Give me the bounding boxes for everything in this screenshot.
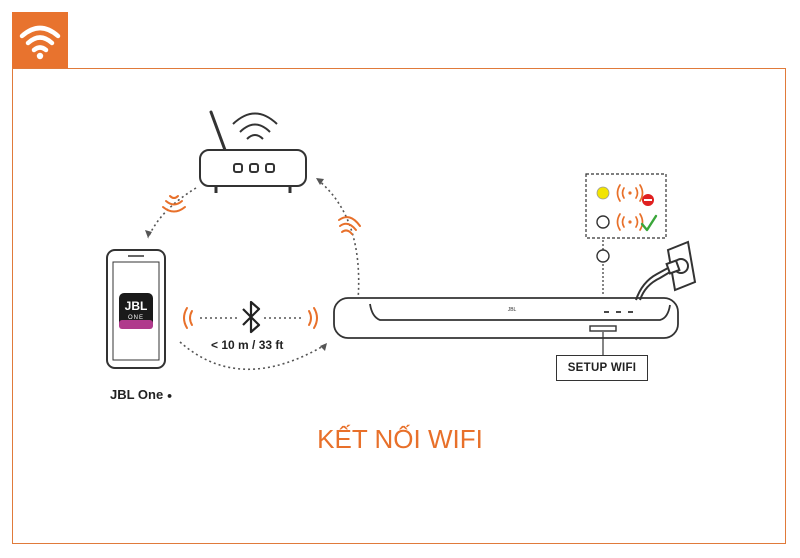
svg-text:ONE: ONE [128, 315, 144, 321]
router-to-phone-arc [147, 187, 197, 239]
connected-led [596, 215, 610, 229]
phone-icon: JBL ONE [106, 249, 166, 369]
router-icon [199, 110, 307, 193]
setup-wifi-label: SETUP WIFI [556, 355, 648, 381]
signal-wave-icons [162, 195, 361, 329]
page-title: KẾT NỐI WIFI [317, 424, 483, 454]
wifi-icon [19, 25, 61, 60]
error-icon [642, 194, 654, 206]
soundbar-to-router-arc [317, 179, 360, 301]
pairing-led [596, 186, 610, 200]
status-panel [585, 173, 667, 239]
bluetooth-distance-label: < 10 m / 33 ft [211, 338, 284, 352]
jbl-one-app-logo: JBL [125, 299, 148, 313]
power-plug-icon [635, 240, 697, 301]
status-signal-icons [616, 184, 644, 231]
soundbar-icon: JBL [333, 297, 679, 339]
wifi-badge [12, 12, 68, 68]
content-frame [12, 68, 786, 544]
success-check-icon [640, 214, 658, 232]
bluetooth-icon [242, 300, 261, 334]
status-led [596, 249, 610, 263]
svg-text:JBL: JBL [508, 307, 517, 313]
phone-app-label: JBL One ● [110, 387, 173, 402]
